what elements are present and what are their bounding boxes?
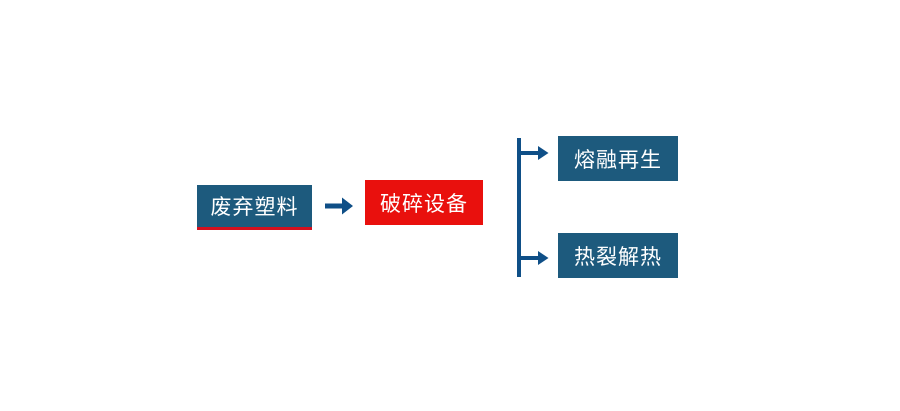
node-waste-plastic: 废弃塑料: [197, 185, 312, 230]
node-melt-regeneration: 熔融再生: [558, 136, 678, 181]
node-crushing-equipment: 破碎设备: [365, 180, 483, 225]
arrow-branch-to-melt: [519, 146, 549, 160]
arrow-waste-to-crush: [325, 197, 353, 215]
node-melt-regeneration-label: 熔融再生: [574, 147, 662, 172]
node-waste-plastic-label: 废弃塑料: [210, 195, 299, 219]
node-pyrolysis-heat: 热裂解热: [558, 233, 678, 278]
node-pyrolysis-heat-label: 热裂解热: [574, 244, 662, 269]
arrow-branch-to-pyrolysis: [519, 251, 549, 265]
node-crushing-equipment-label: 破碎设备: [380, 191, 468, 216]
